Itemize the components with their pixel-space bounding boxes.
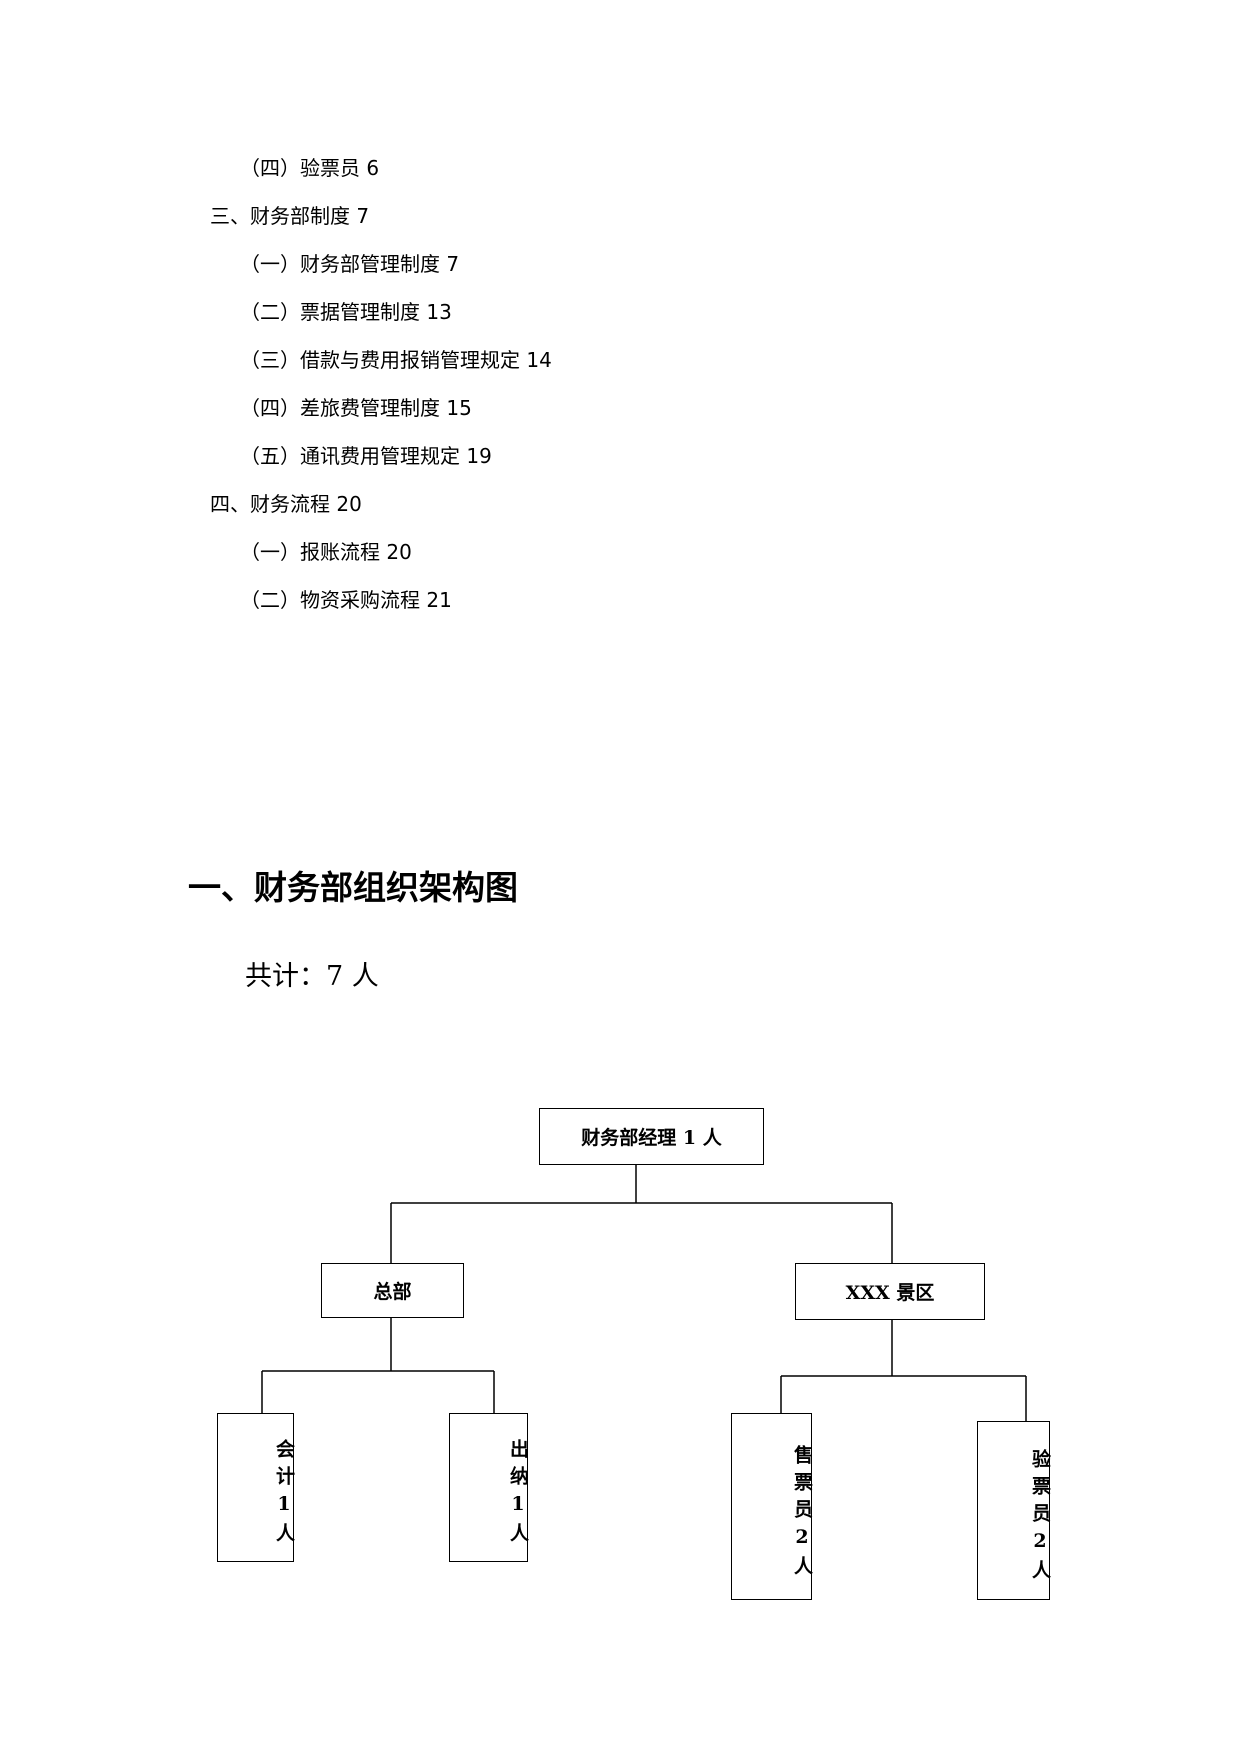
org-box-ticket-seller: 售票员2人 <box>731 1413 813 1600</box>
org-box-accountant: 会计1人 <box>217 1413 295 1562</box>
toc-item[interactable]: （四）验票员 6 <box>240 156 380 180</box>
toc-item[interactable]: （五）通讯费用管理规定 19 <box>240 444 492 468</box>
org-box-ticket-checker: 验票员2人 <box>977 1421 1051 1600</box>
toc-item[interactable]: 四、财务流程 20 <box>210 492 362 516</box>
toc-item[interactable]: （三）借款与费用报销管理规定 14 <box>240 348 552 372</box>
org-box-cashier: 出纳1人 <box>449 1413 529 1562</box>
toc-item[interactable]: （二）票据管理制度 13 <box>240 300 452 324</box>
toc-item[interactable]: （一）财务部管理制度 7 <box>240 252 460 276</box>
org-box-scenic: XXX 景区 <box>795 1263 985 1320</box>
toc-item[interactable]: 三、财务部制度 7 <box>210 204 370 228</box>
staff-total: 共计：7 人 <box>245 961 379 992</box>
toc-item[interactable]: （四）差旅费管理制度 15 <box>240 396 472 420</box>
org-box-manager: 财务部经理 1 人 <box>539 1108 764 1165</box>
org-box-hq: 总部 <box>321 1263 464 1318</box>
toc-item[interactable]: （二）物资采购流程 21 <box>240 588 452 612</box>
toc-item[interactable]: （一）报账流程 20 <box>240 540 412 564</box>
section-title: 一、财务部组织架构图 <box>188 868 518 907</box>
